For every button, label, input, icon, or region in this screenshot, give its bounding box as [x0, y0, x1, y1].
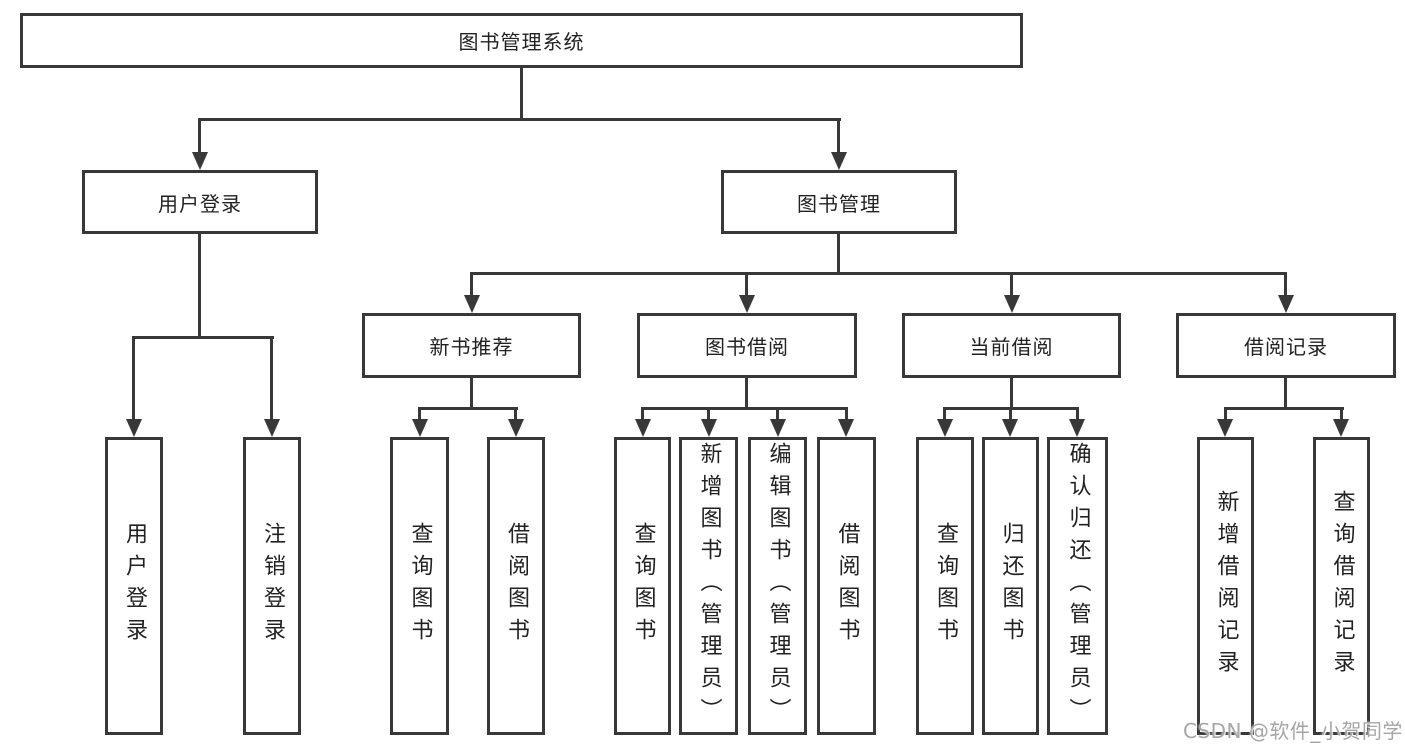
arrow-down-icon: [1217, 419, 1233, 437]
connector-line: [1224, 407, 1344, 410]
leaf-return-book: 归还图书: [982, 437, 1039, 735]
connector-line: [470, 272, 473, 295]
leaf-logout: 注销登录: [243, 437, 301, 735]
arrow-down-icon: [838, 419, 854, 437]
connector-line: [845, 407, 848, 419]
node-book-management-label: 图书管理: [797, 191, 881, 216]
leaf-confirm-return-admin-label: 确认归还（管理员）: [1065, 442, 1091, 730]
connector-line: [641, 407, 848, 410]
connector-line: [1010, 272, 1013, 295]
connector-line: [745, 378, 748, 407]
connector-line: [745, 272, 748, 295]
arrow-down-icon: [635, 419, 651, 437]
connector-line: [837, 118, 840, 152]
connector-line: [198, 118, 841, 121]
node-book-management: 图书管理: [721, 170, 957, 234]
csdn-watermark: CSDN @软件_小贺同学: [1183, 719, 1403, 743]
connector-line: [132, 336, 135, 419]
connector-line: [837, 234, 840, 272]
leaf-query-book-current-label: 查询图书: [933, 522, 958, 650]
node-user-login: 用户登录: [82, 170, 318, 234]
arrow-down-icon: [770, 419, 786, 437]
connector-line: [1076, 407, 1079, 419]
connector-line: [470, 272, 1287, 275]
arrow-down-icon: [464, 295, 480, 313]
node-new-book-recommend: 新书推荐: [362, 313, 581, 378]
leaf-user-login-label: 用户登录: [122, 522, 147, 650]
leaf-query-book-borrow: 查询图书: [614, 437, 671, 735]
leaf-add-book-admin-label: 新增图书（管理员）: [696, 442, 722, 730]
connector-line: [1284, 378, 1287, 407]
leaf-query-borrow-record: 查询借阅记录: [1313, 437, 1370, 735]
node-borrow-records-label: 借阅记录: [1244, 335, 1328, 359]
connector-line: [514, 407, 517, 419]
connector-line: [132, 336, 274, 339]
connector-line: [520, 68, 523, 118]
connector-line: [198, 118, 201, 152]
leaf-borrow-book-recommend-label: 借阅图书: [504, 522, 529, 650]
connector-line: [1010, 378, 1013, 407]
leaf-user-login: 用户登录: [105, 437, 163, 735]
leaf-query-book-recommend-label: 查询图书: [407, 522, 433, 650]
node-book-borrow: 图书借阅: [637, 313, 857, 378]
arrow-down-icon: [126, 419, 142, 437]
leaf-add-borrow-record-label: 新增借阅记录: [1213, 490, 1239, 682]
connector-line: [1009, 407, 1012, 419]
arrow-down-icon: [1004, 295, 1020, 313]
connector-line: [776, 407, 779, 419]
leaf-confirm-return-admin: 确认归还（管理员）: [1047, 437, 1108, 735]
leaf-edit-book-admin: 编辑图书（管理员）: [748, 437, 807, 735]
leaf-add-borrow-record: 新增借阅记录: [1197, 437, 1254, 735]
arrow-down-icon: [701, 419, 717, 437]
leaf-borrow-book-recommend: 借阅图书: [487, 437, 545, 735]
arrow-down-icon: [508, 419, 524, 437]
arrow-down-icon: [1278, 295, 1294, 313]
leaf-query-book-recommend: 查询图书: [390, 437, 449, 735]
arrow-down-icon: [937, 419, 953, 437]
leaf-borrow-book: 借阅图书: [817, 437, 876, 735]
node-new-book-recommend-label: 新书推荐: [429, 335, 514, 359]
connector-line: [470, 378, 473, 407]
node-root-label: 图书管理系统: [458, 30, 585, 54]
leaf-borrow-book-label: 借阅图书: [834, 522, 860, 650]
connector-line: [418, 407, 421, 419]
leaf-query-book-current: 查询图书: [916, 437, 974, 735]
leaf-query-book-borrow-label: 查询图书: [630, 522, 656, 650]
node-borrow-records: 借阅记录: [1176, 313, 1396, 378]
arrow-down-icon: [739, 295, 755, 313]
connector-line: [270, 336, 273, 419]
node-current-borrow: 当前借阅: [902, 313, 1121, 378]
node-root: 图书管理系统: [20, 13, 1023, 68]
connector-line: [641, 407, 644, 419]
arrow-down-icon: [1069, 419, 1085, 437]
leaf-edit-book-admin-label: 编辑图书（管理员）: [765, 442, 791, 730]
node-book-borrow-label: 图书借阅: [705, 335, 789, 359]
arrow-down-icon: [412, 419, 428, 437]
connector-line: [707, 407, 710, 419]
connector-line: [1224, 407, 1227, 419]
connector-line: [1284, 272, 1287, 295]
arrow-down-icon: [192, 152, 208, 170]
node-current-borrow-label: 当前借阅: [969, 335, 1054, 359]
arrow-down-icon: [1002, 419, 1018, 437]
node-user-login-label: 用户登录: [158, 191, 242, 216]
leaf-logout-label: 注销登录: [260, 522, 285, 650]
arrow-down-icon: [831, 152, 847, 170]
connector-line: [943, 407, 946, 419]
leaf-return-book-label: 归还图书: [998, 522, 1024, 650]
connector-line: [198, 234, 201, 336]
leaf-query-borrow-record-label: 查询借阅记录: [1329, 490, 1355, 682]
arrow-down-icon: [1333, 419, 1349, 437]
leaf-add-book-admin: 新增图书（管理员）: [679, 437, 738, 735]
connector-line: [1340, 407, 1343, 419]
arrow-down-icon: [264, 419, 280, 437]
connector-line: [418, 407, 518, 410]
